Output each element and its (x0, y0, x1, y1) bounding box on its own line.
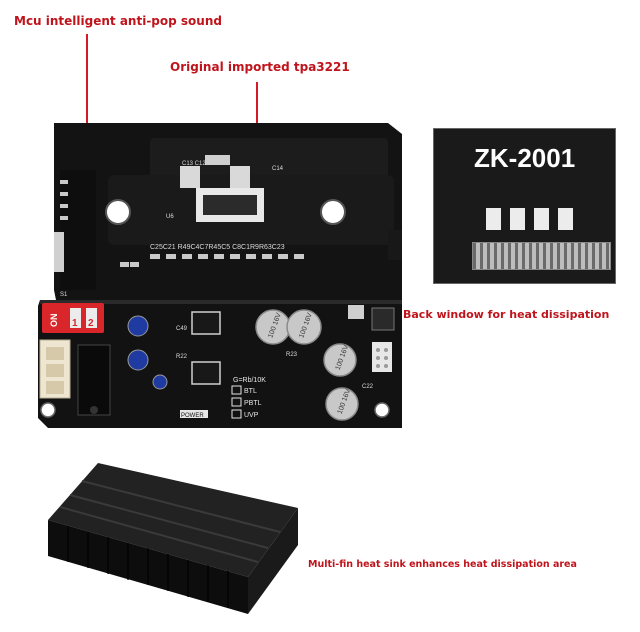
upper-pcb: C25C21 R49C4C7R45C5 C8C1R9R63C23 C13 C12… (54, 123, 402, 300)
svg-text:C25C21 R49C4C7R45C5 C8C1R9R63C: C25C21 R49C4C7R45C5 C8C1R9R63C23 (150, 244, 285, 251)
inset-model-label: ZK-2001 (474, 143, 576, 173)
heat-sink (48, 463, 298, 614)
switch-on-label: ON (49, 314, 59, 328)
btl-label: BTL (244, 388, 257, 395)
pbtl-label: PBTL (244, 400, 262, 407)
inset-pads (486, 208, 574, 230)
switch-1-label: 1 (72, 318, 78, 329)
inset-header-connector (472, 242, 611, 270)
callout-mcu: Mcu intelligent anti-pop sound (14, 14, 222, 28)
lower-pcb: ON 1 2 100 16V 100 16V 100 16V 100 16V (38, 300, 402, 428)
s1-label: S1 (60, 292, 68, 298)
inset-photo: ZK-2001 (433, 128, 616, 284)
callout-back-window: Back window for heat dissipation (403, 308, 610, 321)
svg-text:R23: R23 (286, 352, 298, 358)
callout-heatsink: Multi-fin heat sink enhances heat dissip… (308, 559, 577, 570)
uvp-label: UVP (244, 412, 259, 419)
callout-chip: Original imported tpa3221 (170, 60, 350, 74)
switch-2-label: 2 (88, 318, 94, 329)
svg-text:C14: C14 (272, 166, 284, 172)
svg-text:C49: C49 (176, 326, 188, 332)
gain-label: G=Rb/10K (233, 377, 266, 384)
svg-text:R22: R22 (176, 354, 188, 360)
power-label: POWER (181, 413, 204, 419)
svg-text:C22: C22 (362, 384, 374, 390)
svg-text:C13 C12: C13 C12 (182, 161, 206, 167)
u6-label: U6 (166, 214, 174, 220)
